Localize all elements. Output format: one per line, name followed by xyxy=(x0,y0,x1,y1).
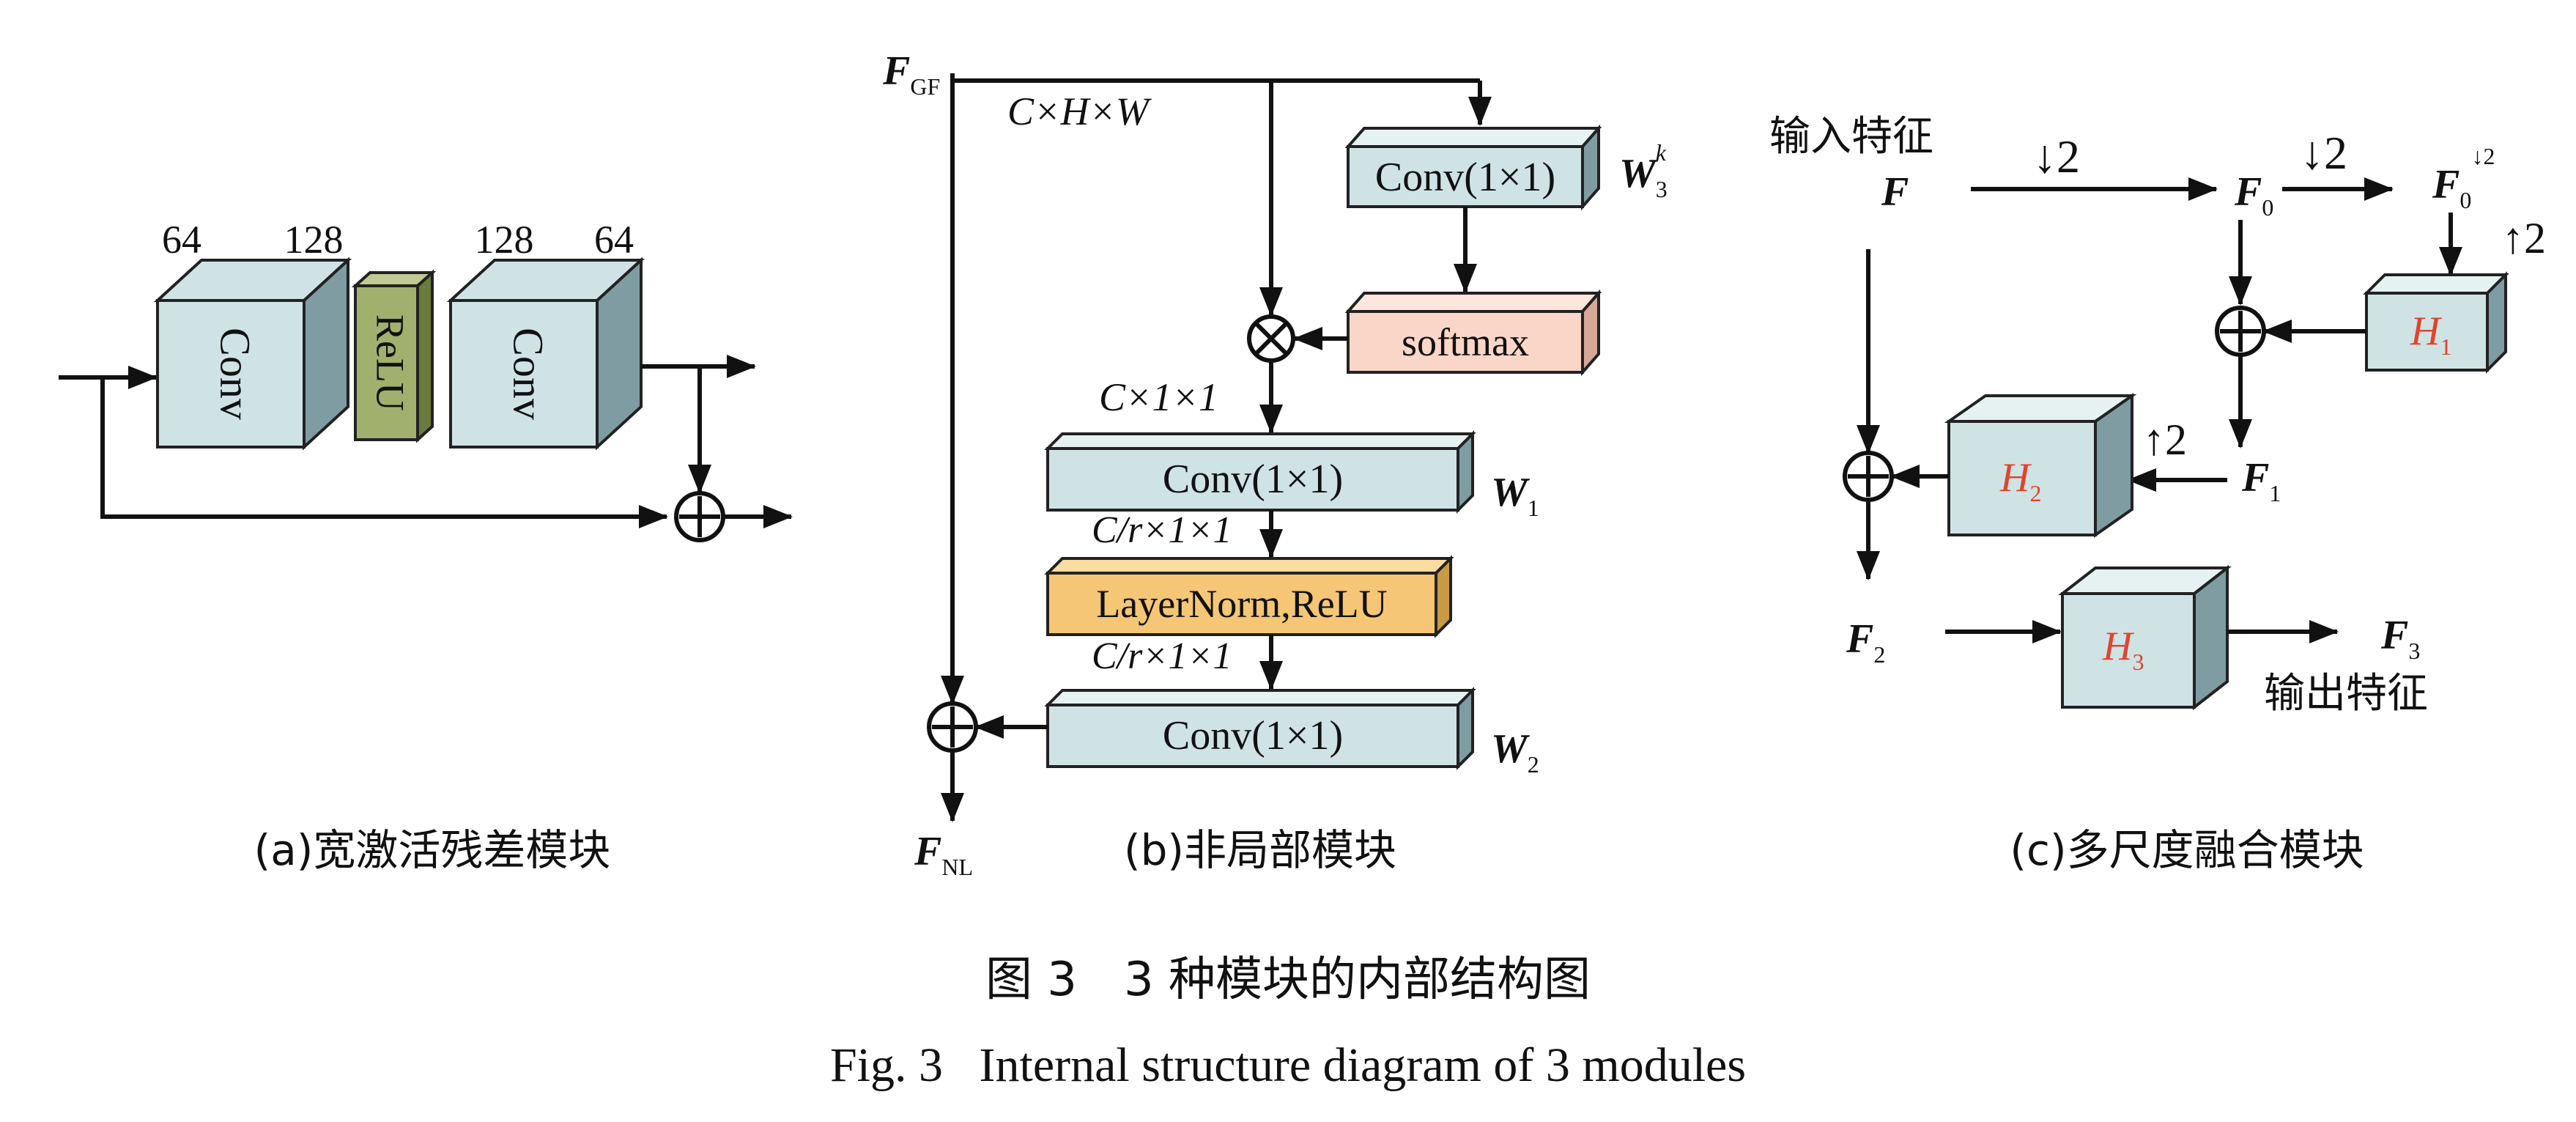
figure-caption-chinese: 图 3 3 种模块的内部结构图 xyxy=(985,953,1591,1007)
a-conv-block-2: Conv xyxy=(446,256,645,451)
a-channels-in-label: 64 xyxy=(162,218,201,262)
a-relu-block: ReLU xyxy=(351,269,437,443)
c-sum-node-2 xyxy=(1843,451,1894,502)
b-softmax-block: softmax xyxy=(1344,289,1602,377)
c-h2-block: H2 xyxy=(1944,393,2137,538)
b-dims-input-label: C×H×W xyxy=(1007,89,1152,133)
b-conv-w2-label: Conv(1×1) xyxy=(1163,713,1343,759)
a-channels-out-label: 64 xyxy=(594,218,634,262)
b-dims-after-multiply-label: C×1×1 xyxy=(1099,375,1218,419)
c-caption: (c)多尺度融合模块 xyxy=(2010,825,2364,875)
b-w1-label: W1 xyxy=(1491,470,1539,521)
panel-a-wide-activation-residual: 64 128 128 64 Conv ReLU Conv xyxy=(59,218,793,875)
a-channels-mid2-label: 128 xyxy=(475,218,534,262)
c-downsample-1-label: ↓2 xyxy=(2033,130,2080,182)
c-f1-label: F1 xyxy=(2241,455,2281,506)
c-input-var-label: F xyxy=(1881,169,1909,215)
c-h1-block: H1 xyxy=(2363,271,2509,374)
b-softmax-label: softmax xyxy=(1402,320,1529,364)
c-upsample-h1-label: ↑2 xyxy=(2502,214,2546,262)
c-downsample-2-label: ↓2 xyxy=(2301,127,2347,179)
c-f2-label: F2 xyxy=(1846,616,1885,668)
b-w2-label: W2 xyxy=(1491,726,1539,778)
panel-b-non-local: FGF C×H×W Conv(1×1) W3k softmax xyxy=(882,48,1668,880)
c-input-feature-label: 输入特征 xyxy=(1769,113,1933,160)
b-w3k-label: W3k xyxy=(1619,139,1668,202)
b-layernorm-relu-label: LayerNorm,ReLU xyxy=(1096,582,1387,626)
b-conv-w1-block: Conv(1×1) xyxy=(1044,430,1476,514)
a-conv1-label: Conv xyxy=(212,328,259,420)
c-sum-node-1 xyxy=(2215,306,2266,357)
b-conv-k-block: Conv(1×1) xyxy=(1344,124,1602,211)
c-f0-label: F0 xyxy=(2234,169,2273,221)
c-h3-block: H3 xyxy=(2058,564,2232,711)
b-multiply-node xyxy=(1247,314,1295,363)
a-relu-label: ReLU xyxy=(369,314,412,411)
panel-c-multiscale-fusion: 输入特征 F ↓2 F0 ↓2 F0↓2 ↑2 H1 F1 ↑2 xyxy=(1769,113,2546,875)
b-input-label: FGF xyxy=(882,48,940,100)
c-upsample-h2-label: ↑2 xyxy=(2143,416,2187,464)
b-conv-k-label: Conv(1×1) xyxy=(1375,155,1555,200)
c-f3-label: F3 xyxy=(2380,613,2420,664)
b-conv-w2-block: Conv(1×1) xyxy=(1044,687,1476,770)
b-dims-reduced-1-label: C/r×1×1 xyxy=(1092,509,1232,551)
a-sum-node xyxy=(674,491,725,542)
a-channels-mid1-label: 128 xyxy=(284,218,344,262)
c-h1-label: H1 xyxy=(2410,309,2451,360)
a-conv-block-1: Conv xyxy=(153,256,352,451)
a-conv2-label: Conv xyxy=(505,328,552,420)
a-skip-connection-arrow xyxy=(100,377,668,528)
b-sum-node xyxy=(927,701,978,753)
b-output-label: FNL xyxy=(914,829,973,880)
a-caption: (a)宽激活残差模块 xyxy=(254,825,611,875)
b-layernorm-relu-block: LayerNorm,ReLU xyxy=(1044,555,1454,638)
c-output-feature-label: 输出特征 xyxy=(2264,670,2428,717)
c-f0-down-label: F0↓2 xyxy=(2432,143,2495,213)
c-h3-label: H3 xyxy=(2102,624,2144,675)
b-caption: (b)非局部模块 xyxy=(1124,825,1396,875)
b-dims-reduced-2-label: C/r×1×1 xyxy=(1092,635,1232,677)
figure-caption-english: Fig. 3 Internal structure diagram of 3 m… xyxy=(830,1038,1746,1092)
b-conv-w1-label: Conv(1×1) xyxy=(1163,457,1343,502)
c-h2-label: H2 xyxy=(1999,455,2041,506)
